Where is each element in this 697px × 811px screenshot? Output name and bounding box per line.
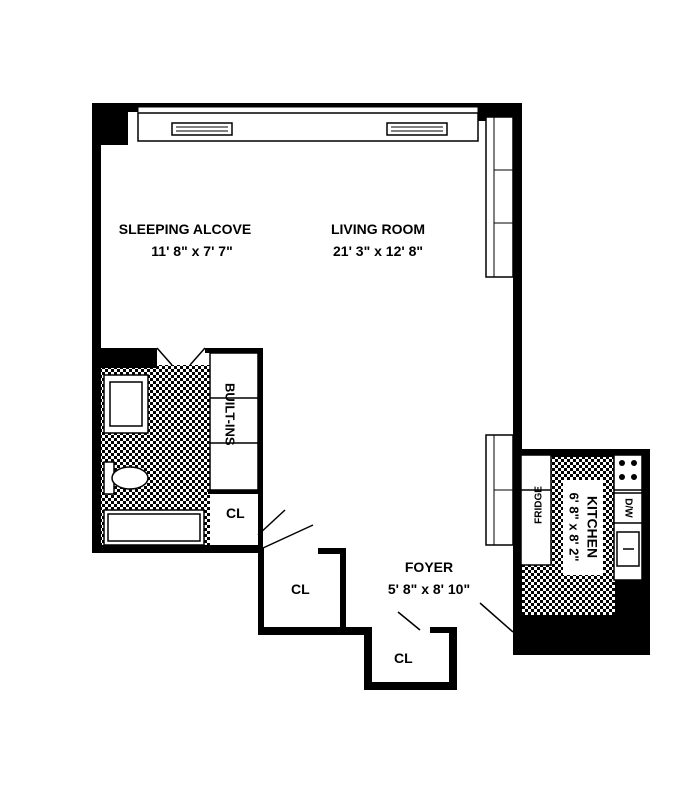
kitchen-dims: 6' 8" x 8' 2"	[567, 492, 582, 561]
foyer-dims: 5' 8" x 8' 10"	[388, 581, 470, 597]
right-window-lower	[485, 434, 514, 546]
entry-door	[479, 602, 514, 633]
foyer-name: FOYER	[405, 559, 453, 575]
right-window-upper	[485, 116, 514, 278]
closet-3-door	[397, 611, 421, 631]
living-room-dims: 21' 3" x 12' 8"	[333, 243, 423, 259]
kitchen-fixtures	[520, 454, 643, 581]
fridge-label: FRIDGE	[534, 486, 545, 524]
sink-icon	[109, 381, 143, 427]
living-room-name: LIVING ROOM	[331, 221, 425, 237]
radiator-right	[386, 122, 448, 136]
radiator-left	[171, 122, 233, 136]
dishwasher-icon	[613, 492, 643, 524]
kitchen-label-bg	[563, 480, 603, 575]
sleeping-alcove-dims: 11' 8" x 7' 7"	[151, 243, 232, 259]
closet-3-label: CL	[394, 650, 413, 666]
closet-1-door	[257, 509, 314, 549]
built-ins-label: BUILT-INS	[223, 383, 238, 446]
toilet-icon	[111, 466, 149, 490]
stove-burners	[619, 460, 637, 480]
closet-2-label: CL	[291, 581, 310, 597]
bathroom-door	[156, 347, 206, 366]
closet-1-label: CL	[226, 505, 245, 521]
top-window	[137, 106, 479, 142]
fridge-icon	[520, 454, 552, 566]
built-ins-unit	[209, 352, 259, 491]
dishwasher-label: D/W	[622, 498, 633, 518]
bathroom-fixtures	[103, 374, 205, 546]
sleeping-alcove-name: SLEEPING ALCOVE	[119, 221, 252, 237]
kitchen-name: KITCHEN	[584, 496, 600, 558]
stove-icon	[613, 454, 643, 491]
